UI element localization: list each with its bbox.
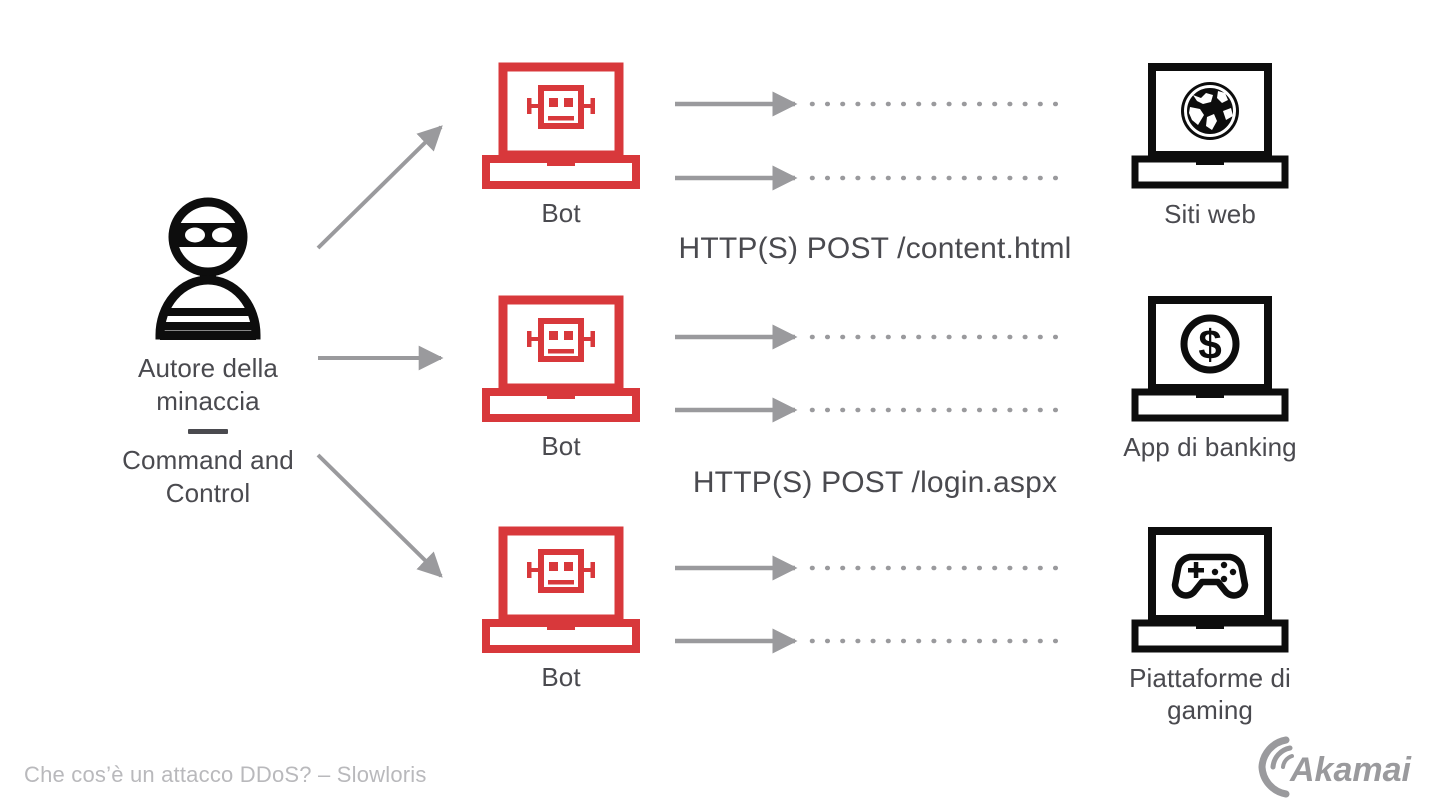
threat-actor-node: Autore della minaccia Command and Contro… [96, 190, 320, 510]
target-node-websites: Siti web [1060, 62, 1360, 230]
label-separator [188, 429, 228, 434]
control-arrow-to-bot-1 [316, 125, 443, 250]
gamepad-laptop-icon [1131, 527, 1289, 653]
bot-caption-1: Bot [541, 198, 581, 228]
bot-laptop-icon [482, 526, 640, 653]
threat-actor-label-line2: minaccia [156, 386, 260, 416]
bot-node-3: Bot [461, 526, 661, 693]
target-node-gaming: Piattaforme di gaming [1060, 526, 1360, 726]
svg-text:$: $ [1198, 321, 1221, 368]
bot-node-1: Bot [461, 62, 661, 229]
burglar-icon [155, 197, 261, 340]
akamai-logo: Akamai [1258, 736, 1413, 798]
protocol-label-2: HTTP(S) POST /login.aspx [692, 466, 1058, 499]
command-control-label-line2: Control [165, 478, 251, 508]
dollar-laptop-icon: $ [1131, 296, 1289, 422]
target-node-banking: $ App di banking [1060, 295, 1360, 463]
target-caption-line1: Siti web [1164, 199, 1256, 229]
command-control-label: Command and Control [96, 444, 320, 510]
threat-actor-label-line1: Autore della [138, 353, 278, 383]
footer-caption: Che cos’è un attacco DDoS? – Slowloris [24, 762, 427, 787]
threat-actor-label: Autore della minaccia [96, 352, 320, 418]
bot-node-2: Bot [461, 295, 661, 462]
target-caption-line2: gaming [1167, 695, 1253, 725]
target-caption-gaming: Piattaforme di gaming [1060, 662, 1360, 726]
target-caption-websites: Siti web [1060, 198, 1360, 230]
globe-laptop-icon [1131, 63, 1289, 189]
protocol-label-1: HTTP(S) POST /content.html [678, 232, 1072, 265]
bot-caption-2: Bot [541, 431, 581, 461]
target-caption-line1: App di banking [1123, 432, 1297, 462]
control-arrow-to-bot-3 [316, 453, 443, 578]
bot-laptop-icon [482, 62, 640, 189]
command-control-label-line1: Command and [122, 445, 294, 475]
akamai-wordmark: Akamai [1289, 751, 1413, 789]
bot-caption-3: Bot [541, 662, 581, 692]
target-caption-banking: App di banking [1060, 431, 1360, 463]
target-caption-line1: Piattaforme di [1129, 663, 1291, 693]
bot-laptop-icon [482, 295, 640, 422]
